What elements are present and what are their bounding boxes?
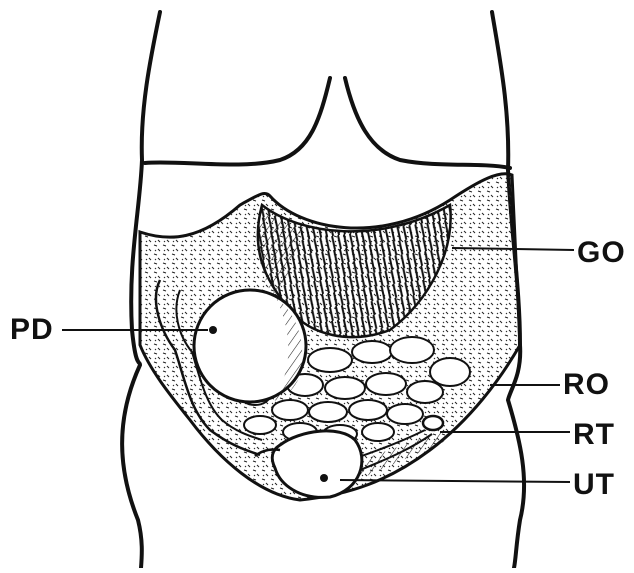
- label-pd: PD: [10, 315, 54, 345]
- label-go: GO: [577, 238, 626, 268]
- uterus-marker-dot: [320, 474, 328, 482]
- label-ut: UT: [573, 470, 615, 500]
- left-breast-contour: [145, 78, 330, 165]
- label-ro: RO: [563, 370, 610, 400]
- label-rt: RT: [573, 420, 615, 450]
- right-ovary: [423, 416, 443, 430]
- pd-marker-dot: [209, 326, 217, 334]
- abdominal-cavity: [140, 174, 520, 500]
- right-breast-contour: [345, 78, 510, 168]
